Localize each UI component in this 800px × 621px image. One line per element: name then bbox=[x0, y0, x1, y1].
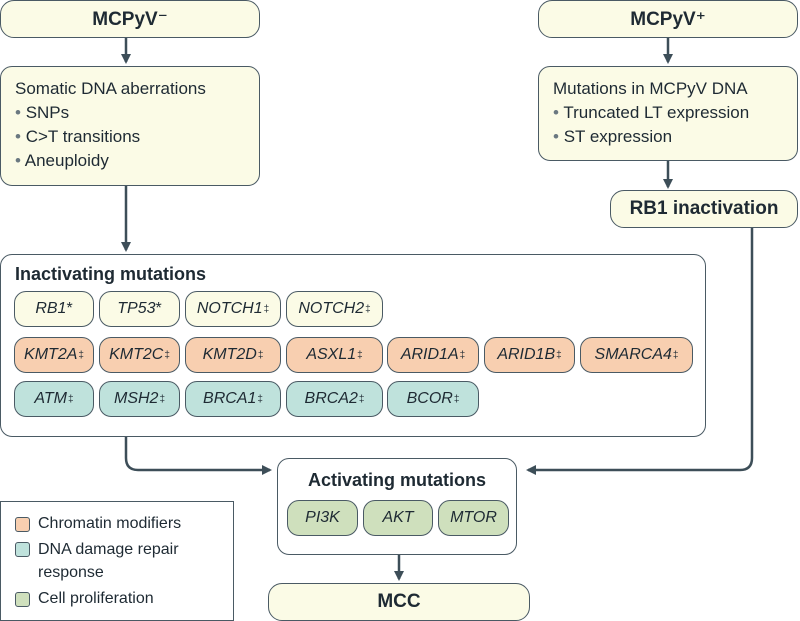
mcpyv-dna-bullet: ST expression bbox=[553, 125, 783, 149]
gene-name: BRCA2 bbox=[304, 390, 358, 407]
gene-mark: ‡ bbox=[357, 349, 363, 361]
gene-name: SMARCA4 bbox=[594, 346, 672, 363]
gene-pill-brca1: BRCA1‡ bbox=[185, 381, 281, 417]
gene-name: KMT2D bbox=[202, 346, 257, 363]
legend-swatch-dna-repair bbox=[15, 542, 30, 557]
gene-mark: ‡ bbox=[459, 349, 466, 361]
gene-name: NOTCH2 bbox=[298, 300, 365, 317]
legend-item-proliferation: Cell proliferation bbox=[15, 590, 154, 608]
activating-mutations-title: Activating mutations bbox=[307, 470, 486, 490]
gene-name: MTOR bbox=[450, 509, 497, 526]
gene-pill-atm: ATM‡ bbox=[14, 381, 94, 417]
gene-pill-notch2: NOTCH2‡ bbox=[286, 291, 383, 327]
legend-label-chromatin: Chromatin modifiers bbox=[38, 515, 182, 532]
gene-mark: ‡ bbox=[453, 393, 460, 405]
gene-name: ARID1A bbox=[400, 346, 459, 363]
gene-name: TP53 bbox=[117, 300, 156, 317]
somatic-bullet: C>T transitions bbox=[15, 125, 245, 149]
gene-mark: ‡ bbox=[159, 393, 165, 405]
gene-pill-tp53: TP53* bbox=[99, 291, 180, 327]
legend-swatch-chromatin bbox=[15, 517, 30, 532]
gene-mark: ‡ bbox=[257, 349, 264, 361]
gene-mark: ‡ bbox=[78, 349, 84, 361]
gene-pill-asxl1: ASXL1‡ bbox=[286, 337, 383, 373]
gene-mark: ‡ bbox=[672, 349, 679, 361]
gene-name: ATM bbox=[34, 390, 68, 407]
somatic-bullet: Aneuploidy bbox=[15, 149, 245, 173]
gene-mark: ‡ bbox=[556, 349, 562, 361]
gene-name: MSH2 bbox=[113, 390, 159, 407]
gene-pill-smarca4: SMARCA4‡ bbox=[580, 337, 693, 373]
gene-pill-arid1a: ARID1A‡ bbox=[387, 337, 479, 373]
gene-name: BCOR bbox=[406, 390, 453, 407]
gene-pill-mtor: MTOR bbox=[438, 500, 509, 536]
gene-name: KMT2C bbox=[109, 346, 164, 363]
legend-swatch-proliferation bbox=[15, 592, 30, 607]
gene-mark: * bbox=[155, 300, 162, 317]
legend: Chromatin modifiers DNA damage repair re… bbox=[0, 501, 234, 621]
legend-item-chromatin: Chromatin modifiers bbox=[15, 515, 181, 533]
gene-pill-notch1: NOTCH1‡ bbox=[185, 291, 281, 327]
gene-name: RB1 bbox=[35, 300, 67, 317]
somatic-aberrations-title: Somatic DNA aberrations bbox=[15, 79, 206, 98]
gene-mark: * bbox=[66, 300, 73, 317]
gene-pill-akt: AKT bbox=[363, 500, 433, 536]
arrow-inactivating-to-activating bbox=[124, 437, 272, 475]
gene-pill-kmt2c: KMT2C‡ bbox=[99, 337, 180, 373]
gene-name: ASXL1 bbox=[306, 346, 357, 363]
mcc-label: MCC bbox=[377, 591, 421, 612]
mcc-node: MCC bbox=[268, 583, 530, 621]
gene-pill-pi3k: PI3K bbox=[287, 500, 358, 536]
gene-pill-rb1: RB1* bbox=[14, 291, 94, 327]
gene-mark: ‡ bbox=[164, 349, 170, 361]
rb1-inactivation-node: RB1 inactivation bbox=[610, 190, 798, 228]
gene-name: PI3K bbox=[305, 509, 340, 526]
gene-pill-bcor: BCOR‡ bbox=[387, 381, 479, 417]
somatic-bullet: SNPs bbox=[15, 101, 245, 125]
mcpyv-dna-mutations-box: Mutations in MCPyV DNA Truncated LT expr… bbox=[538, 66, 798, 161]
gene-pill-brca2: BRCA2‡ bbox=[286, 381, 383, 417]
gene-name: ARID1B bbox=[497, 346, 556, 363]
mcpyv-positive-label: MCPyV⁺ bbox=[630, 8, 706, 30]
gene-name: BRCA1 bbox=[203, 390, 257, 407]
gene-mark: ‡ bbox=[257, 393, 263, 405]
legend-item-dna-repair: DNA damage repair response bbox=[15, 540, 215, 584]
legend-label-dna-repair: DNA damage repair response bbox=[38, 541, 179, 581]
arrow-rb1-to-activating bbox=[526, 227, 754, 475]
gene-mark: ‡ bbox=[358, 393, 365, 405]
gene-pill-kmt2d: KMT2D‡ bbox=[185, 337, 281, 373]
rb1-inactivation-label: RB1 inactivation bbox=[629, 198, 779, 219]
mcpyv-dna-mutations-title: Mutations in MCPyV DNA bbox=[553, 79, 748, 98]
mcpyv-negative-node: MCPyV⁻ bbox=[0, 0, 260, 38]
gene-name: KMT2A bbox=[24, 346, 78, 363]
legend-label-proliferation: Cell proliferation bbox=[38, 590, 154, 607]
inactivating-mutations-title: Inactivating mutations bbox=[15, 264, 207, 284]
gene-name: NOTCH1 bbox=[196, 300, 263, 317]
mcpyv-negative-label: MCPyV⁻ bbox=[92, 8, 168, 30]
gene-mark: ‡ bbox=[365, 303, 371, 315]
gene-pill-arid1b: ARID1B‡ bbox=[484, 337, 575, 373]
gene-mark: ‡ bbox=[263, 303, 270, 315]
gene-mark: ‡ bbox=[68, 393, 74, 405]
gene-pill-msh2: MSH2‡ bbox=[99, 381, 180, 417]
mcpyv-dna-bullet: Truncated LT expression bbox=[553, 101, 783, 125]
mcpyv-positive-node: MCPyV⁺ bbox=[538, 0, 798, 38]
gene-name: AKT bbox=[382, 509, 414, 526]
gene-pill-kmt2a: KMT2A‡ bbox=[14, 337, 94, 373]
somatic-aberrations-box: Somatic DNA aberrations SNPs C>T transit… bbox=[0, 66, 260, 186]
